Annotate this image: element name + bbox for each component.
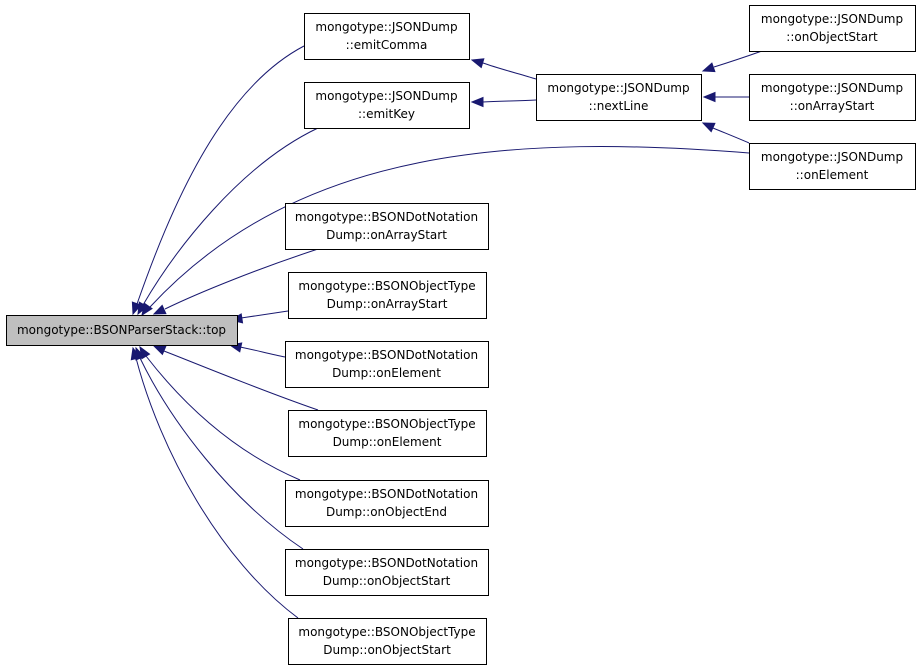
edge-line: [482, 99, 537, 103]
edge-line: [712, 127, 750, 144]
arrowhead-icon: [701, 62, 716, 73]
edge-objtype-on-element-to-root: [152, 345, 319, 411]
node-box: [749, 143, 916, 190]
edge-json-next-line-to-json-emit-comma: [470, 58, 537, 80]
edge-json-on-object-start-to-json-next-line: [701, 50, 763, 73]
node-label: mongotype::BSONDotNotation: [295, 210, 478, 224]
node-label: mongotype::BSONDotNotation: [295, 487, 478, 501]
edge-line: [139, 357, 304, 550]
node-box: [285, 480, 489, 527]
node-box: [6, 315, 238, 346]
arrowhead-icon: [130, 346, 141, 361]
node-dot-on-array-start[interactable]: mongotype::BSONDotNotationDump::onArrayS…: [285, 203, 489, 250]
node-label: ::onObjectStart: [786, 30, 878, 44]
node-box: [304, 82, 470, 129]
edge-line: [142, 127, 319, 306]
edge-objtype-on-array-start-to-root: [229, 310, 289, 324]
node-box: [288, 410, 487, 457]
node-label: ::emitKey: [358, 107, 415, 121]
arrowhead-icon: [470, 96, 484, 108]
node-box: [749, 5, 916, 52]
node-json-next-line[interactable]: mongotype::JSONDump::nextLine: [536, 74, 702, 121]
node-box: [536, 74, 702, 121]
edge-json-on-element-to-root: [141, 146, 750, 317]
node-box: [288, 272, 487, 319]
edge-line: [163, 350, 319, 411]
node-label: mongotype::JSONDump: [761, 81, 903, 95]
node-label: ::onArrayStart: [790, 99, 875, 113]
arrowhead-icon: [152, 304, 167, 315]
node-label: ::nextLine: [589, 99, 649, 113]
node-label: mongotype::BSONObjectType: [298, 417, 475, 431]
node-label: ::onElement: [796, 168, 869, 182]
node-label: mongotype::BSONObjectType: [298, 279, 475, 293]
edge-json-on-array-start-to-json-next-line: [702, 91, 750, 103]
node-dot-on-element[interactable]: mongotype::BSONDotNotationDump::onElemen…: [285, 341, 489, 388]
edge-dot-on-object-end-to-root: [139, 345, 301, 481]
node-box: [288, 618, 487, 665]
edge-line: [145, 355, 301, 481]
node-label: mongotype::JSONDump: [761, 150, 903, 164]
edge-line: [164, 248, 319, 310]
node-label: Dump::onObjectEnd: [326, 505, 447, 519]
node-objtype-on-array-start[interactable]: mongotype::BSONObjectTypeDump::onArraySt…: [288, 272, 487, 319]
node-label: Dump::onObjectStart: [323, 643, 451, 657]
edge-line: [482, 62, 537, 80]
node-label: mongotype::BSONParserStack::top: [17, 323, 226, 337]
nodes-layer: mongotype::BSONParserStack::topmongotype…: [6, 5, 916, 665]
node-label: Dump::onArrayStart: [327, 297, 448, 311]
edge-line: [136, 45, 305, 305]
arrowhead-icon: [702, 91, 716, 103]
edge-line: [135, 357, 299, 619]
node-root[interactable]: mongotype::BSONParserStack::top: [6, 315, 238, 346]
edge-dot-on-array-start-to-root: [152, 248, 319, 315]
arrowhead-icon: [701, 122, 716, 133]
arrowhead-icon: [470, 58, 485, 69]
node-label: Dump::onElement: [332, 366, 441, 380]
node-json-on-object-start[interactable]: mongotype::JSONDump::onObjectStart: [749, 5, 916, 52]
node-dot-on-object-end[interactable]: mongotype::BSONDotNotationDump::onObject…: [285, 480, 489, 527]
edge-line: [239, 346, 286, 358]
edge-json-next-line-to-json-emit-key: [470, 96, 537, 108]
node-box: [285, 549, 489, 596]
node-label: mongotype::JSONDump: [547, 81, 689, 95]
node-json-on-element[interactable]: mongotype::JSONDump::onElement: [749, 143, 916, 190]
node-label: mongotype::JSONDump: [315, 20, 457, 34]
edge-line: [713, 50, 763, 68]
node-json-emit-key[interactable]: mongotype::JSONDump::emitKey: [304, 82, 470, 129]
node-box: [285, 341, 489, 388]
arrowhead-icon: [152, 345, 167, 356]
node-label: mongotype::BSONObjectType: [298, 625, 475, 639]
edge-json-on-element-to-json-next-line: [701, 122, 750, 144]
node-json-on-array-start[interactable]: mongotype::JSONDump::onArrayStart: [749, 74, 916, 121]
node-label: Dump::onElement: [333, 435, 442, 449]
node-objtype-on-object-start[interactable]: mongotype::BSONObjectTypeDump::onObjectS…: [288, 618, 487, 665]
node-label: Dump::onObjectStart: [323, 574, 451, 588]
edge-json-emit-comma-to-root: [131, 45, 305, 316]
node-label: mongotype::JSONDump: [315, 89, 457, 103]
node-label: mongotype::JSONDump: [761, 12, 903, 26]
node-label: mongotype::BSONDotNotation: [295, 348, 478, 362]
node-box: [749, 74, 916, 121]
node-box: [285, 203, 489, 250]
node-json-emit-comma[interactable]: mongotype::JSONDump::emitComma: [304, 13, 470, 60]
node-label: Dump::onArrayStart: [326, 228, 447, 242]
node-dot-on-object-start[interactable]: mongotype::BSONDotNotationDump::onObject…: [285, 549, 489, 596]
node-label: mongotype::BSONDotNotation: [295, 556, 478, 570]
edge-dot-on-element-to-root: [228, 342, 286, 358]
edge-line: [149, 146, 750, 308]
edge-objtype-on-object-start-to-root: [130, 346, 299, 619]
edge-dot-on-object-start-to-root: [135, 346, 304, 550]
node-label: ::emitComma: [346, 38, 428, 52]
arrowhead-icon: [141, 302, 153, 317]
node-box: [304, 13, 470, 60]
edge-line: [240, 310, 289, 319]
